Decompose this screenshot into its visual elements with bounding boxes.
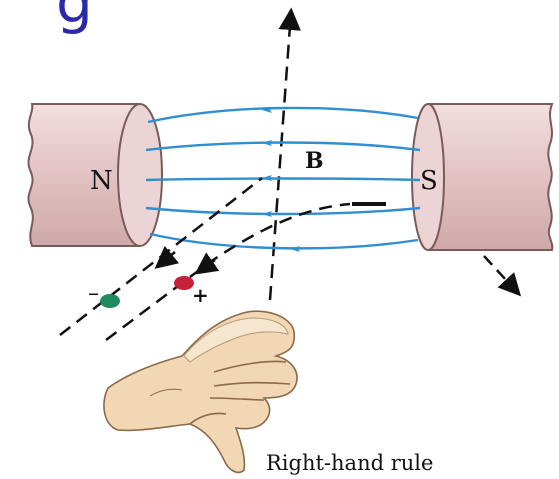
field-label: B [305, 148, 324, 174]
vertical-force-arrow [268, 7, 301, 301]
field-line-2 [145, 141, 421, 152]
north-magnet [27, 103, 163, 247]
magnetic-field-lines [145, 106, 421, 250]
south-pole-label: S [420, 166, 438, 196]
north-pole-face [117, 103, 163, 247]
south-magnet [411, 103, 554, 251]
right-hand-illustration [103, 310, 298, 474]
positive-charge-sign: + [192, 283, 209, 307]
negative-charge-sign: – [88, 281, 99, 306]
south-pole-face [411, 103, 445, 251]
field-line-3 [145, 177, 421, 182]
field-line-5 [149, 232, 419, 250]
field-line-1 [147, 106, 419, 124]
positive-particle [174, 276, 194, 290]
caption: Right-hand rule [266, 451, 433, 475]
field-direction-arrows [262, 107, 300, 252]
negative-particle [100, 294, 120, 308]
field-line-4 [145, 206, 421, 216]
negative-path-arrow [154, 245, 180, 269]
top-glyph: g [56, 0, 93, 36]
outgoing-velocity-arrow [483, 255, 522, 297]
north-pole-label: N [90, 166, 113, 196]
positive-path-arrow [194, 252, 220, 275]
